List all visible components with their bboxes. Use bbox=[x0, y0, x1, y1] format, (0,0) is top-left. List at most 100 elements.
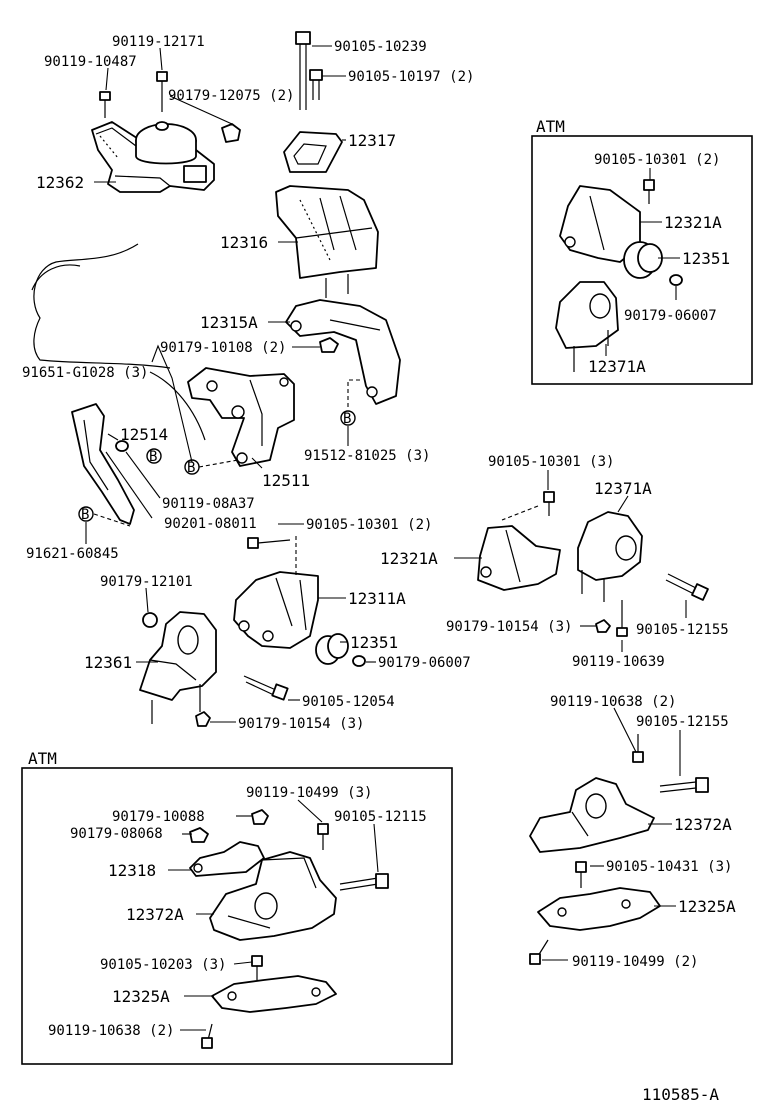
bolt-90105-10431-right bbox=[575, 861, 587, 888]
label-right-12325A: 12325A bbox=[678, 897, 736, 916]
bolt-90119-12171 bbox=[156, 71, 168, 112]
label-atm-top-90179-06007: 90179-06007 bbox=[624, 308, 717, 324]
label-atm-bottom-12372A: 12372A bbox=[126, 905, 184, 924]
label-mid-90105-12155: 90105-12155 bbox=[636, 622, 729, 638]
label-90201-08011: 90201-08011 bbox=[164, 516, 257, 532]
label-12361: 12361 bbox=[84, 653, 132, 672]
nut-90179-10154-center bbox=[195, 711, 211, 727]
label-91512-81025: 91512-81025 (3) bbox=[304, 448, 430, 464]
marker-b-4: B bbox=[78, 506, 94, 523]
svg-text:B: B bbox=[81, 507, 89, 523]
label-90119-12171: 90119-12171 bbox=[112, 34, 205, 50]
bracket-12311A bbox=[233, 571, 319, 649]
label-right-12372A: 12372A bbox=[674, 815, 732, 834]
bolt-90105-12054 bbox=[243, 675, 289, 701]
label-atm-top-90105-10301: 90105-10301 (2) bbox=[594, 152, 720, 168]
label-12316: 12316 bbox=[220, 233, 268, 252]
label-90179-12075: 90179-12075 (2) bbox=[168, 88, 294, 104]
part-labels: 90119-12171 90119-10487 90179-12075 (2) … bbox=[22, 34, 736, 1039]
label-atm-bottom-90119-10499: 90119-10499 (3) bbox=[246, 785, 372, 801]
bolt-90105-10301-atm-top bbox=[643, 179, 655, 204]
atm-top-box bbox=[531, 135, 753, 385]
label-mid-90119-10639: 90119-10639 bbox=[572, 654, 665, 670]
label-90119-10487: 90119-10487 bbox=[44, 54, 137, 70]
engine-mount-12371A-mid bbox=[577, 511, 643, 602]
bolt-90119-10638-right bbox=[632, 734, 644, 763]
nut-90179-10088-atm-bottom bbox=[251, 809, 269, 825]
label-mid-90105-10301-3: 90105-10301 (3) bbox=[488, 454, 614, 470]
label-12311A: 12311A bbox=[348, 589, 406, 608]
label-atm-bottom-12318: 12318 bbox=[108, 861, 156, 880]
bracket-12325A-right bbox=[537, 887, 661, 931]
bracket-12315A bbox=[285, 299, 401, 410]
engine-mount-12362 bbox=[91, 121, 215, 193]
svg-text:B: B bbox=[149, 449, 157, 465]
label-mid-12371A: 12371A bbox=[594, 479, 652, 498]
engine-block-outline bbox=[31, 243, 206, 441]
label-90179-06007-center: 90179-06007 bbox=[378, 655, 471, 671]
dash-leader-12514-b bbox=[93, 513, 131, 527]
diagram-id: 110585-A bbox=[642, 1085, 719, 1104]
nut-90179-12101 bbox=[142, 612, 158, 628]
leader-lines bbox=[85, 45, 687, 1031]
label-atm-top-12351: 12351 bbox=[682, 249, 730, 268]
label-90179-10108: 90179-10108 (2) bbox=[160, 340, 286, 356]
bolt-90119-10639-mid bbox=[616, 600, 628, 637]
label-90105-10239: 90105-10239 bbox=[334, 39, 427, 55]
label-12511: 12511 bbox=[262, 471, 310, 490]
atm-bottom-box-title: ATM bbox=[28, 749, 57, 768]
nut-90179-12075 bbox=[221, 123, 241, 143]
label-90119-08A37: 90119-08A37 bbox=[162, 496, 255, 512]
label-right-90119-10499: 90119-10499 (2) bbox=[572, 954, 698, 970]
bracket-12511 bbox=[187, 367, 295, 467]
nut-90179-08068-atm-bottom bbox=[189, 827, 209, 843]
label-91651-G1028: 91651-G1028 (3) bbox=[22, 365, 148, 381]
bolt-90105-10301-center bbox=[247, 537, 291, 549]
marker-b-1: B bbox=[184, 459, 200, 476]
engine-mount-12372A-atm-bottom bbox=[209, 851, 337, 941]
nut-90179-06007-center bbox=[352, 655, 366, 667]
dash-leader-mid-bolt bbox=[501, 505, 539, 521]
nut-90179-10154-mid bbox=[595, 619, 611, 633]
label-atm-top-12321A: 12321A bbox=[664, 213, 722, 232]
label-12315A: 12315A bbox=[200, 313, 258, 332]
label-atm-bottom-90179-10088: 90179-10088 bbox=[112, 809, 205, 825]
label-right-90105-12155: 90105-12155 bbox=[636, 714, 729, 730]
bolt-90105-12155-right bbox=[659, 777, 709, 793]
label-12514: 12514 bbox=[120, 425, 168, 444]
label-90105-10197: 90105-10197 (2) bbox=[348, 69, 474, 85]
label-mid-12321A: 12321A bbox=[380, 549, 438, 568]
cushion-12351-center bbox=[315, 633, 349, 665]
bracket-12317 bbox=[283, 131, 343, 173]
label-right-90119-10638: 90119-10638 (2) bbox=[550, 694, 676, 710]
bolt-90119-10499-atm-bottom bbox=[317, 823, 329, 850]
svg-text:B: B bbox=[343, 411, 351, 427]
nut-90179-10108 bbox=[319, 337, 339, 353]
marker-b-3: B bbox=[340, 410, 356, 427]
bolt-90119-08A37 bbox=[115, 440, 129, 452]
label-12362: 12362 bbox=[36, 173, 84, 192]
engine-mount-12372A-right bbox=[529, 777, 655, 853]
label-91621-60845: 91621-60845 bbox=[26, 546, 119, 562]
label-atm-bottom-90105-10203: 90105-10203 (3) bbox=[100, 957, 226, 973]
label-right-90105-10431: 90105-10431 (3) bbox=[606, 859, 732, 875]
label-atm-bottom-12325A: 12325A bbox=[112, 987, 170, 1006]
label-90179-10154-3: 90179-10154 (3) bbox=[238, 716, 364, 732]
label-12317: 12317 bbox=[348, 131, 396, 150]
mount-bracket-12316 bbox=[275, 185, 379, 298]
label-90105-12054: 90105-12054 bbox=[302, 694, 395, 710]
bolt-90105-10203-atm-bottom bbox=[251, 955, 263, 980]
bolt-90105-10197 bbox=[309, 69, 323, 100]
engine-mount-12371A-atm-top bbox=[555, 281, 619, 372]
svg-text:B: B bbox=[187, 460, 195, 476]
label-90179-12101: 90179-12101 bbox=[100, 574, 193, 590]
bracket-12325A-atm-bottom bbox=[211, 975, 337, 1013]
nut-90179-06007-atm-top bbox=[669, 274, 683, 286]
label-atm-bottom-90105-12115: 90105-12115 bbox=[334, 809, 427, 825]
label-atm-bottom-90119-10638: 90119-10638 (2) bbox=[48, 1023, 174, 1039]
label-12351-center: 12351 bbox=[350, 633, 398, 652]
bolt-90105-12115-atm-bottom bbox=[339, 873, 389, 891]
atm-top-box-title: ATM bbox=[536, 117, 565, 136]
bolt-90119-10499-right bbox=[529, 939, 549, 965]
